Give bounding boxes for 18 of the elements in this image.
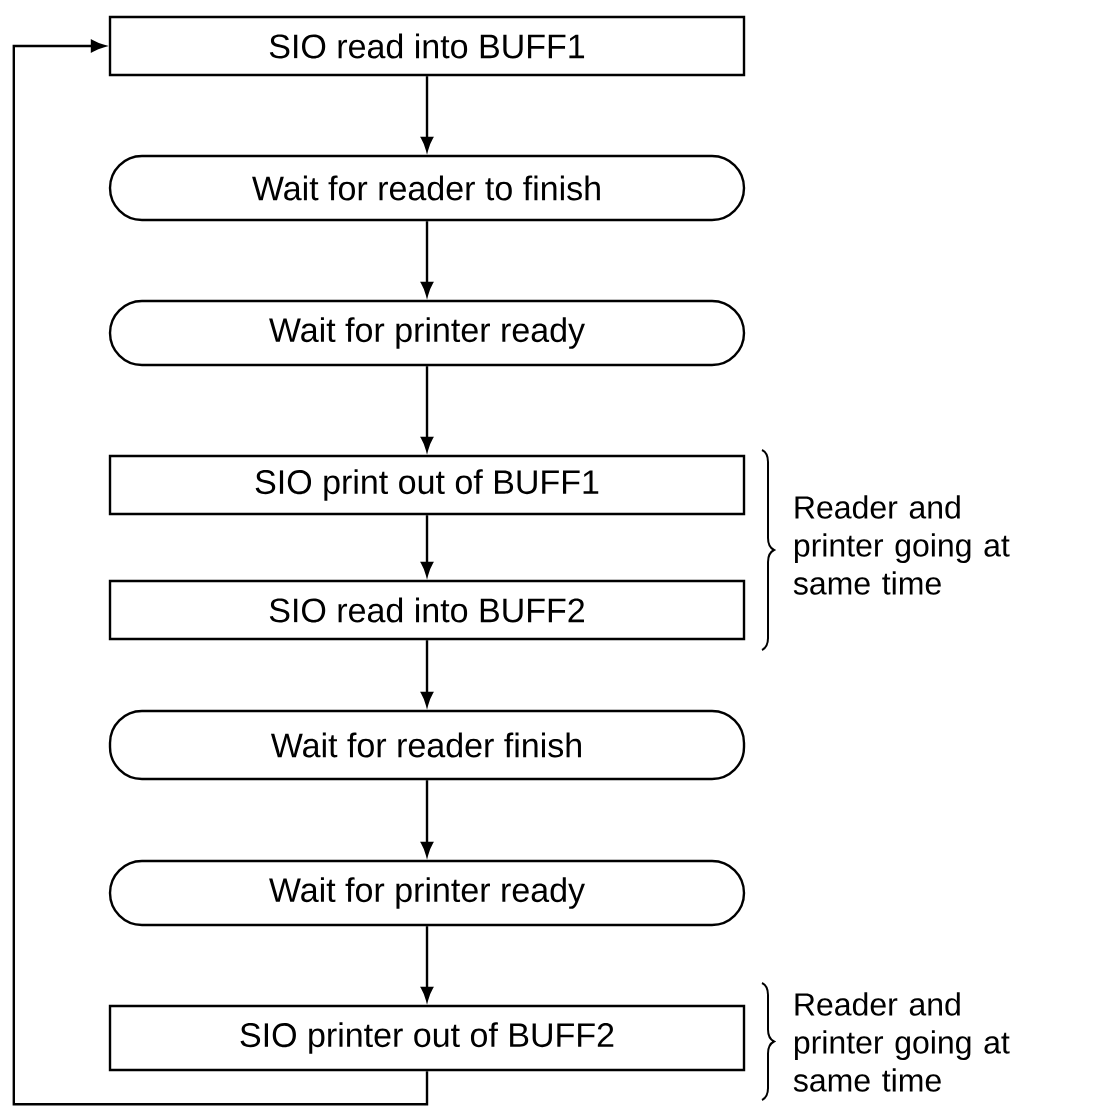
arrow (420, 780, 434, 857)
arrow (12, 39, 429, 1106)
wait-box: Wait for reader finish (108, 709, 746, 781)
wait-box: Wait for printer ready (108, 859, 746, 927)
brace-note: Reader and printer going at same time (793, 495, 1010, 595)
arrow (420, 515, 434, 577)
process-box: SIO read into BUFF2 (108, 579, 746, 641)
wait-box: Wait for reader to finish (108, 154, 746, 222)
arrow (420, 640, 434, 707)
arrow (420, 76, 434, 152)
process-box: SIO print out of BUFF1 (108, 454, 746, 516)
arrow (420, 366, 434, 452)
wait-box: Wait for printer ready (108, 299, 746, 367)
arrow (420, 926, 434, 1002)
process-box: SIO read into BUFF1 (108, 15, 746, 77)
process-box: SIO printer out of BUFF2 (108, 1004, 746, 1072)
arrow (420, 221, 434, 297)
brace-note: Reader and printer going at same time (793, 992, 1010, 1092)
